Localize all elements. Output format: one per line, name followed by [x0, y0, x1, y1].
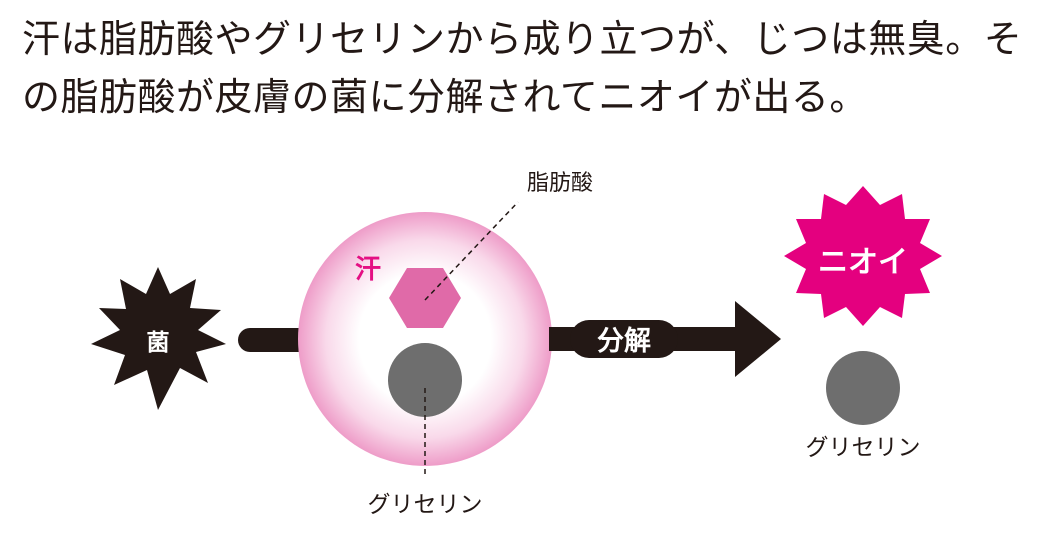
- bacteria-label: 菌: [147, 330, 170, 356]
- fatty-acid-leader-line: [424, 201, 519, 301]
- odor-starburst-icon: [784, 186, 942, 326]
- heading-line-1: 汗は脂肪酸やグリセリンから成り立つが、じつは無臭。そ: [22, 17, 1023, 61]
- glycerin-circle-icon: [388, 343, 462, 417]
- sweat-label: 汗: [355, 255, 381, 285]
- bacteria-starburst-icon: [91, 267, 226, 410]
- glycerin-label-right: グリセリン: [806, 435, 921, 461]
- glycerin-result-circle-icon: [826, 351, 900, 425]
- sweat-sphere: [298, 212, 552, 466]
- decompose-label: 分解: [597, 326, 651, 357]
- odor-label: ニオイ: [818, 245, 908, 280]
- fatty-acid-hexagon-icon: [389, 268, 461, 328]
- decompose-label-plate: [570, 320, 678, 358]
- fatty-acid-label: 脂肪酸: [527, 171, 593, 196]
- heading-text: 汗は脂肪酸やグリセリンから成り立つが、じつは無臭。そ の脂肪酸が皮膚の菌に分解さ…: [22, 10, 1032, 126]
- heading-line-2: の脂肪酸が皮膚の菌に分解されてニオイが出る。: [22, 75, 868, 119]
- glycerin-label-left: グリセリン: [368, 492, 483, 518]
